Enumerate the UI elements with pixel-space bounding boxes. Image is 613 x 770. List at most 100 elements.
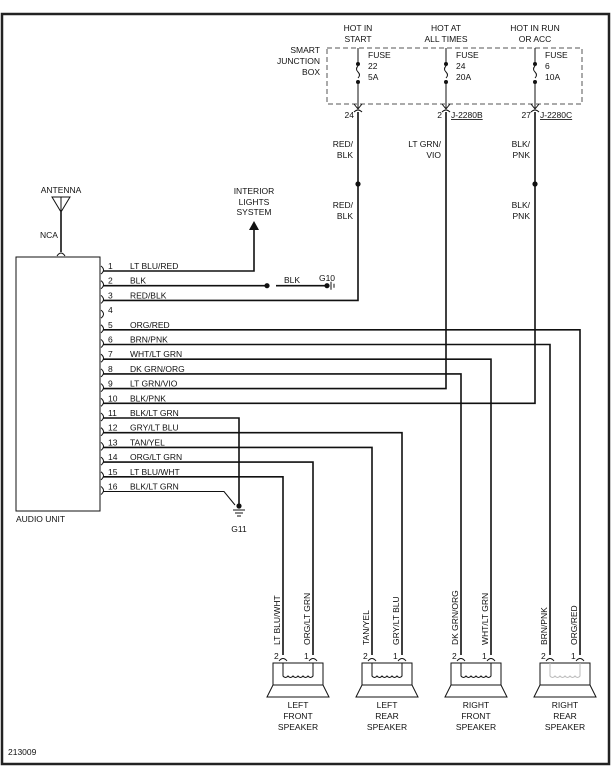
pin-number: 13 xyxy=(108,437,118,447)
speaker-name: SPEAKER xyxy=(456,722,496,732)
speaker-coil-icon xyxy=(282,663,314,678)
pin-connector-icon xyxy=(100,427,104,437)
wire-color-label: PNK xyxy=(513,211,531,221)
antenna-connector-icon xyxy=(56,252,66,257)
pin-wire-color: LT BLU/WHT xyxy=(130,467,180,477)
fuse-number: 24 xyxy=(456,61,466,71)
speaker-coil-icon xyxy=(371,663,403,678)
interior-lights-label-3: SYSTEM xyxy=(237,207,272,217)
pin-connector-icon xyxy=(100,456,104,466)
fuse-rating: 10A xyxy=(545,72,560,82)
fuse-number: 22 xyxy=(368,61,378,71)
speaker-name: SPEAKER xyxy=(278,722,318,732)
pin-connector-icon xyxy=(100,265,104,275)
pin-wire-color: BLK xyxy=(130,276,146,286)
pin-connector-icon xyxy=(100,280,104,290)
junction-box-label-3: BOX xyxy=(302,67,320,77)
speaker-cone-icon xyxy=(444,684,508,698)
connector-icon xyxy=(367,658,407,662)
speaker-magnet-icon xyxy=(361,662,413,686)
wire-color-label: VIO xyxy=(426,150,441,160)
wire-pin9-lt-grn-vio xyxy=(103,112,447,390)
pin-wire-color: BLK/LT GRN xyxy=(130,482,179,492)
pin-number: 5 xyxy=(108,320,113,330)
pin-number: 7 xyxy=(108,349,113,359)
diagram-border xyxy=(0,12,611,766)
antenna-icon xyxy=(51,196,71,213)
interior-lights-label-2: LIGHTS xyxy=(239,197,270,207)
speaker-pin-number: 2 xyxy=(541,651,546,661)
speaker-wire-color: BRN/PNK xyxy=(539,607,549,645)
wire-pin10-blk-pnk xyxy=(103,112,536,405)
pin-number: 8 xyxy=(108,364,113,374)
junction-box-label-1: SMART xyxy=(290,45,320,55)
fuse-terminal-dot xyxy=(444,62,448,66)
pin-wire-color: ORG/RED xyxy=(130,320,170,330)
pin-wire-color: WHT/LT GRN xyxy=(130,349,182,359)
pin-connector-icon xyxy=(100,324,104,334)
connector-pin: 24 xyxy=(345,110,355,120)
ground-g10-icon xyxy=(324,283,330,289)
connector-id: J-2280C xyxy=(540,110,572,120)
ground-symbol-icon xyxy=(233,509,245,517)
wire-color-label: BLK xyxy=(337,211,353,221)
speaker-wire-color: LT BLU/WHT xyxy=(272,595,282,645)
connector-icon xyxy=(545,658,585,662)
connector-icon xyxy=(353,109,363,113)
speaker-name: RIGHT xyxy=(552,700,578,710)
connector-icon xyxy=(530,109,540,113)
pin-wire-color: BRN/PNK xyxy=(130,335,168,345)
pin-number: 10 xyxy=(108,393,118,403)
pin-connector-icon xyxy=(100,486,104,495)
speaker-pin-number: 2 xyxy=(274,651,279,661)
wire-pin8-dk-grn-org xyxy=(103,373,462,655)
speaker-cone-icon xyxy=(266,684,330,698)
speaker-pin-number: 1 xyxy=(304,651,309,661)
pin-number: 1 xyxy=(108,261,113,271)
speaker-wire-color: WHT/LT GRN xyxy=(480,593,490,645)
wire-pin13-tan-yel xyxy=(103,446,373,655)
fuse-number: 6 xyxy=(545,61,550,71)
pin-connector-icon xyxy=(100,368,104,378)
smart-junction-box: SMART JUNCTION BOX xyxy=(277,45,583,105)
wire-pin6-brn-pnk xyxy=(103,343,551,655)
pin-number: 15 xyxy=(108,467,118,477)
pin-wire-color: BLK/PNK xyxy=(130,393,166,403)
pin-wire-color: GRY/LT BLU xyxy=(130,423,179,433)
pin-wire-color: RED/BLK xyxy=(130,290,167,300)
speaker-name: LEFT xyxy=(288,700,309,710)
audio-unit-box xyxy=(15,256,101,512)
fuse-rating: 20A xyxy=(456,72,471,82)
ground-g11-icon xyxy=(236,503,242,509)
speaker-wire-color: ORG/RED xyxy=(569,605,579,645)
speaker-cone-icon xyxy=(355,684,419,698)
figure-id: 213009 xyxy=(8,747,37,757)
speaker-name: FRONT xyxy=(283,711,312,721)
g10-label: G10 xyxy=(319,273,335,283)
pin-number: 12 xyxy=(108,423,118,433)
splice-dot xyxy=(532,181,538,187)
pin-connector-icon xyxy=(100,471,104,481)
interior-lights-system: INTERIOR LIGHTS SYSTEM xyxy=(234,186,274,230)
connector-icon xyxy=(441,109,451,113)
wire-pin11-blk-lt-grn xyxy=(103,417,240,505)
speaker-name: SPEAKER xyxy=(367,722,407,732)
fuse-icon xyxy=(533,65,537,79)
speaker-pin-number: 1 xyxy=(482,651,487,661)
speaker-name: LEFT xyxy=(377,700,398,710)
connector-icon xyxy=(456,658,496,662)
wire-pin14-org-lt-grn xyxy=(103,461,314,655)
speaker-wire-color: DK GRN/ORG xyxy=(450,590,460,645)
speaker-name: REAR xyxy=(553,711,577,721)
connector-icon xyxy=(441,103,451,110)
connector-pin: 27 xyxy=(522,110,532,120)
pin-number: 4 xyxy=(108,305,113,315)
speaker-coil-icon xyxy=(460,663,492,678)
circuit-header: ALL TIMES xyxy=(425,34,468,44)
pin-connector-icon xyxy=(100,295,104,304)
pin-connector-icon xyxy=(100,339,104,348)
audio-unit-label: AUDIO UNIT xyxy=(16,514,65,524)
fuse-label: FUSE xyxy=(368,50,391,60)
